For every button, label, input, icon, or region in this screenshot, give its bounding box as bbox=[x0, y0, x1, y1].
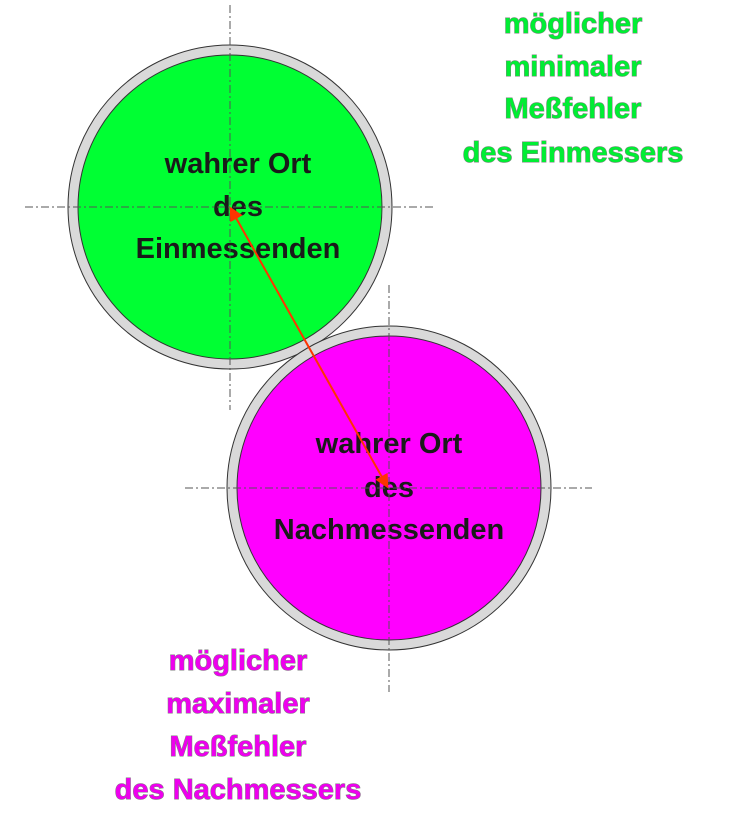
note-green-line-4: des Einmessers bbox=[463, 137, 684, 169]
label-green-line-1: wahrer Ort bbox=[164, 148, 312, 180]
note-green-line-3: Meßfehler bbox=[505, 93, 642, 125]
label-green-line-3: Einmessenden bbox=[136, 233, 341, 265]
note-green-line-2: minimaler bbox=[505, 51, 642, 83]
note-magenta-line-2: maximaler bbox=[166, 688, 310, 720]
distance-arrow bbox=[229, 206, 389, 489]
note-magenta-line-1: möglicher bbox=[169, 645, 308, 677]
note-magenta-line-3: Meßfehler bbox=[170, 731, 307, 763]
note-magenta-line-4: des Nachmessers bbox=[115, 774, 362, 806]
note-minimal-error: möglicher minimaler Meßfehler des Einmes… bbox=[462, 8, 684, 170]
note-maximal-error: möglicher maximaler Meßfehler des Nachme… bbox=[114, 645, 362, 807]
note-green-line-1: möglicher bbox=[504, 8, 643, 40]
